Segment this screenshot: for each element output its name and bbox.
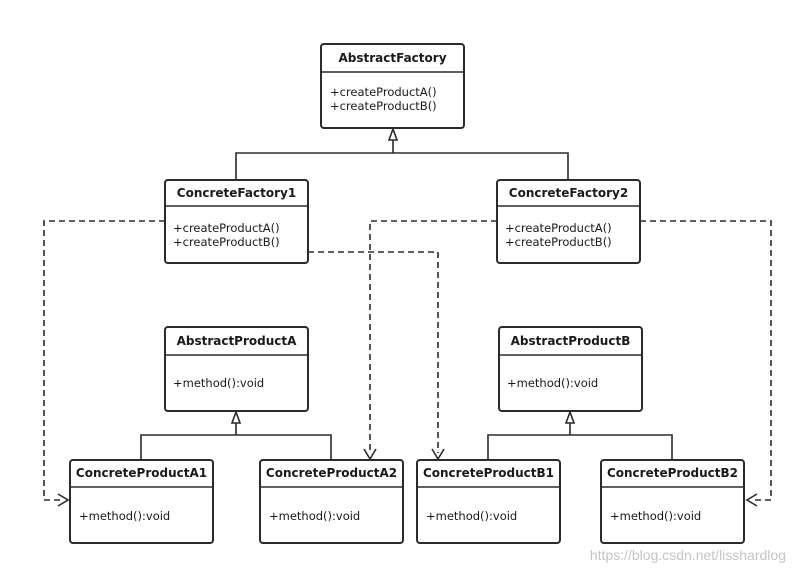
class-method: +createProductA() xyxy=(173,221,280,235)
class-box xyxy=(600,459,745,544)
class-name: AbstractProductA xyxy=(177,334,298,348)
class-box xyxy=(164,179,309,264)
class-box xyxy=(498,326,643,412)
class-box xyxy=(496,179,641,264)
watermark-text: https://blog.csdn.net/lisshardlog xyxy=(590,547,786,563)
class-method: +createProductA() xyxy=(505,221,612,235)
class-concrete-product-a2: ConcreteProductA2 +method():void xyxy=(259,459,404,544)
class-name: ConcreteFactory1 xyxy=(177,186,296,200)
dependency-arrowhead-productb2 xyxy=(745,493,758,507)
dependency-arrowhead-producta2 xyxy=(363,448,377,461)
class-method: +createProductA() xyxy=(330,85,437,99)
class-method: +method():void xyxy=(79,509,170,523)
dependency-arrowhead-productb1 xyxy=(431,448,445,461)
class-abstract-factory: AbstractFactory +createProductA() +creat… xyxy=(320,43,465,129)
dependency-factory2-to-productb2 xyxy=(640,220,772,501)
class-box xyxy=(69,459,214,544)
inheritance-arrowhead-abstract-factory xyxy=(387,126,399,141)
class-concrete-product-b1: ConcreteProductB1 +method():void xyxy=(416,459,561,544)
class-method: +method():void xyxy=(426,509,517,523)
class-method: +method():void xyxy=(173,376,264,390)
inheritance-arrowhead-abstract-product-a xyxy=(230,409,242,424)
class-name: ConcreteProductB2 xyxy=(607,466,738,480)
dependency-factory1-to-producta1 xyxy=(43,220,165,501)
class-method: +createProductB() xyxy=(505,235,612,249)
inheritance-line-products-a xyxy=(140,434,332,460)
class-name: ConcreteProductA2 xyxy=(266,466,397,480)
class-box xyxy=(320,43,465,129)
dependency-factory1-to-productb1 xyxy=(308,251,439,453)
class-concrete-product-a1: ConcreteProductA1 +method():void xyxy=(69,459,214,544)
class-name: AbstractProductB xyxy=(511,334,631,348)
class-box xyxy=(416,459,561,544)
class-abstract-product-a: AbstractProductA +method():void xyxy=(164,326,309,412)
class-method: +createProductB() xyxy=(173,235,280,249)
class-method: +method():void xyxy=(610,509,701,523)
inheritance-arrowhead-abstract-product-b xyxy=(564,409,576,424)
class-method: +method():void xyxy=(507,376,598,390)
class-concrete-product-b2: ConcreteProductB2 +method():void xyxy=(600,459,745,544)
inheritance-line-factory1 xyxy=(235,152,569,180)
class-box xyxy=(259,459,404,544)
class-name: ConcreteProductB1 xyxy=(423,466,554,480)
inheritance-line-products-b xyxy=(487,434,673,460)
class-name: ConcreteProductA1 xyxy=(76,466,207,480)
connectors xyxy=(43,126,772,507)
class-concrete-factory-1: ConcreteFactory1 +createProductA() +crea… xyxy=(164,179,309,264)
class-abstract-product-b: AbstractProductB +method():void xyxy=(498,326,643,412)
class-name: AbstractFactory xyxy=(338,51,446,65)
class-concrete-factory-2: ConcreteFactory2 +createProductA() +crea… xyxy=(496,179,641,264)
class-name: ConcreteFactory2 xyxy=(509,186,628,200)
class-method: +createProductB() xyxy=(330,99,437,113)
class-method: +method():void xyxy=(269,509,360,523)
dependency-factory2-to-producta2 xyxy=(369,220,497,453)
dependency-arrowhead-producta1 xyxy=(57,493,70,507)
class-box xyxy=(164,326,309,412)
